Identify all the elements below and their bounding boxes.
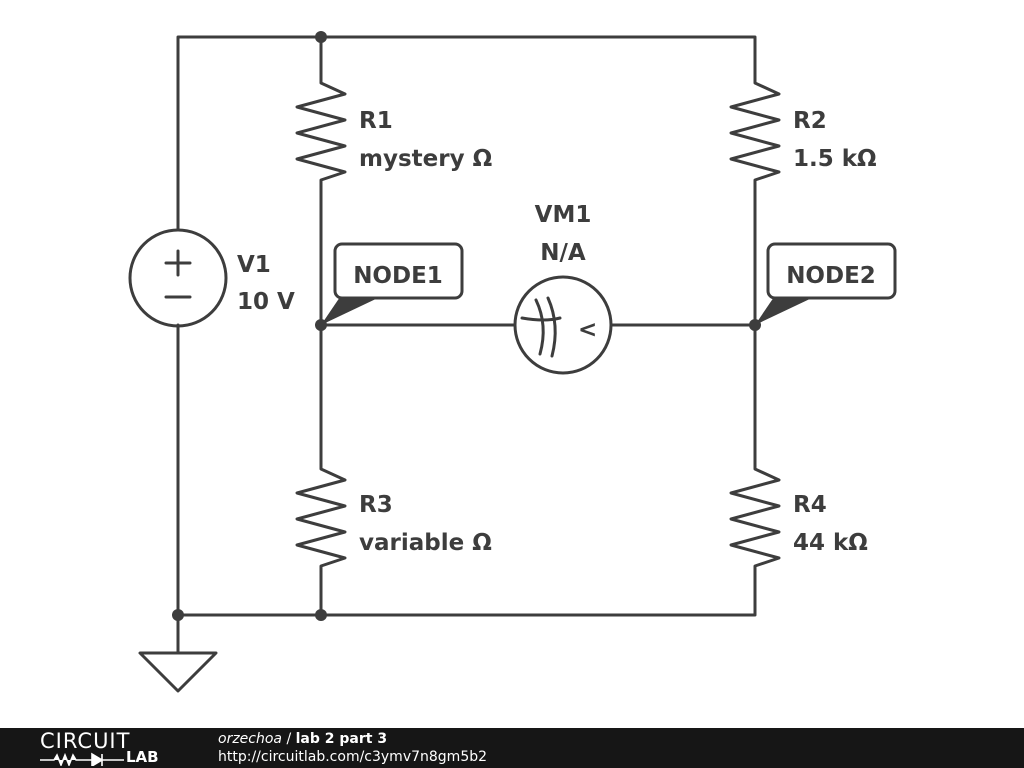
schematic-diagram: + − < R1 mystery Ω R2 1.5 kΩ R3 variable…: [128, 31, 897, 693]
vm1-value: N/A: [540, 240, 586, 266]
node2-pointer: [755, 297, 814, 325]
r2-name: R2: [793, 108, 827, 134]
junction-bottom-left: [172, 609, 184, 621]
junction-node1: [315, 319, 327, 331]
circuit-url[interactable]: http://circuitlab.com/c3ymv7n8gm5b2: [218, 749, 488, 765]
circuit-info: orzechoa / lab 2 part 3 http://circuitla…: [218, 730, 487, 766]
junction-node2: [749, 319, 761, 331]
r3-value: variable Ω: [359, 530, 492, 556]
wire-bottom[interactable]: [319, 571, 757, 617]
r1-name: R1: [359, 108, 393, 134]
resistor-r1[interactable]: [295, 73, 347, 190]
node2-label-box[interactable]: [766, 242, 897, 300]
resistor-r2[interactable]: [729, 73, 781, 190]
plus-icon: +: [164, 249, 192, 277]
node1-label-box[interactable]: [333, 242, 464, 300]
voltmeter-vm1[interactable]: [513, 275, 613, 375]
resistor-r3[interactable]: [295, 463, 347, 575]
v1-value: 10 V: [237, 289, 295, 315]
node2-label: NODE2: [786, 263, 876, 289]
junction-top-left: [315, 31, 327, 43]
voltage-source-v1[interactable]: [128, 228, 228, 328]
circuitlab-logo[interactable]: CIRCUIT LAB: [40, 730, 180, 766]
r4-name: R4: [793, 492, 827, 518]
author-title-line: orzechoa / lab 2 part 3: [218, 730, 487, 748]
logo-lab-text: LAB: [126, 748, 159, 766]
author-link[interactable]: orzechoa: [218, 731, 282, 747]
node1-label: NODE1: [353, 263, 443, 289]
footer-bar: CIRCUIT LAB orzechoa / lab 2 part 3 http…: [0, 728, 1024, 768]
r2-value: 1.5 kΩ: [793, 146, 877, 172]
vm1-symbol: <: [578, 317, 597, 343]
voltmeter-dial-icon: [520, 296, 562, 358]
v1-name: V1: [237, 252, 271, 278]
ground-symbol[interactable]: [138, 651, 218, 693]
wire-top[interactable]: [176, 35, 757, 232]
junction-bottom-r3: [315, 609, 327, 621]
node1-pointer: [321, 297, 380, 325]
r1-value: mystery Ω: [359, 146, 492, 172]
wire-bottom-left[interactable]: [176, 323, 323, 617]
circuit-title[interactable]: lab 2 part 3: [295, 731, 388, 747]
r3-name: R3: [359, 492, 393, 518]
logo-resistor-diode-icon: [40, 752, 124, 766]
logo-circuit-text: CIRCUIT: [40, 729, 131, 753]
resistor-r4[interactable]: [729, 463, 781, 575]
r4-value: 44 kΩ: [793, 530, 868, 556]
vm1-name: VM1: [535, 202, 592, 228]
separator: /: [282, 731, 296, 747]
